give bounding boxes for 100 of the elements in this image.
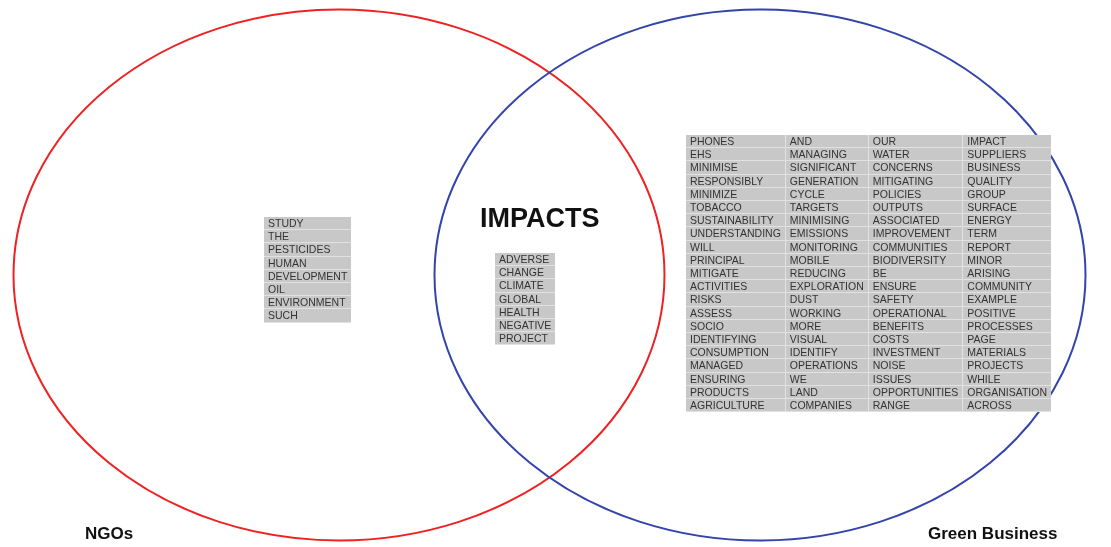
table-cell: ARISING xyxy=(962,266,1052,280)
table-cell: REDUCING xyxy=(785,266,869,280)
table-cell: STUDY xyxy=(264,217,352,230)
table-cell: MINIMIZE xyxy=(686,187,786,201)
table-cell: RISKS xyxy=(686,292,786,307)
table-cell: COMMUNITY xyxy=(962,279,1052,293)
table-cell: NOISE xyxy=(868,358,963,373)
table-cell: MANAGING xyxy=(785,147,869,161)
table-cell: ADVERSE xyxy=(495,253,556,266)
table-cell: GLOBAL xyxy=(495,292,556,306)
table-cell: MANAGED xyxy=(686,358,786,373)
table-cell: OUTPUTS xyxy=(868,200,963,214)
table-cell: HEALTH xyxy=(495,305,556,319)
table-cell: VISUAL xyxy=(785,332,869,346)
table-cell: ORGANISATION xyxy=(962,385,1052,399)
table-cell: PROCESSES xyxy=(962,319,1052,333)
table-cell: NEGATIVE xyxy=(495,318,556,332)
table-cell: MINOR xyxy=(962,253,1052,267)
table-cell: MINIMISING xyxy=(785,213,869,227)
table-cell: PRODUCTS xyxy=(686,385,786,399)
table-cell: CHANGE xyxy=(495,265,556,279)
table-cell: DEVELOPMENT xyxy=(264,269,352,283)
table-cell: BENEFITS xyxy=(868,319,963,333)
table-cell: OUR xyxy=(868,135,963,148)
table-cell: WILL xyxy=(686,240,786,254)
table-cell: OPPORTUNITIES xyxy=(868,385,963,399)
table-cell: BUSINESS xyxy=(962,160,1052,175)
table-cell: OIL xyxy=(264,282,352,296)
table-cell: PRINCIPAL xyxy=(686,253,786,267)
table-cell: AND xyxy=(785,135,869,148)
table-cell: MONITORING xyxy=(785,240,869,254)
table-cell: MATERIALS xyxy=(962,345,1052,359)
table-cell: TARGETS xyxy=(785,200,869,214)
table-cell: WORKING xyxy=(785,306,869,320)
table-cell: SURFACE xyxy=(962,200,1052,214)
table-cell: INVESTMENT xyxy=(868,345,963,359)
table-cell: OPERATIONS xyxy=(785,358,869,373)
table-cell: EXAMPLE xyxy=(962,292,1052,307)
table-cell: ACTIVITIES xyxy=(686,279,786,293)
table-cell: GENERATION xyxy=(785,174,869,188)
table-cell: EXPLORATION xyxy=(785,279,869,293)
table-cell: PROJECT xyxy=(495,331,556,345)
table-cell: IMPROVEMENT xyxy=(868,226,963,241)
table-cell: RANGE xyxy=(868,398,963,412)
table-cell: SOCIO xyxy=(686,319,786,333)
table-cell: ISSUES xyxy=(868,372,963,386)
table-cell: ENSURE xyxy=(868,279,963,293)
table-cell: IDENTIFY xyxy=(785,345,869,359)
table-cell: IMPACT xyxy=(962,135,1052,148)
table-cell: DUST xyxy=(785,292,869,307)
table-cell: ASSESS xyxy=(686,306,786,320)
table-cell: GROUP xyxy=(962,187,1052,201)
table-cell: LAND xyxy=(785,385,869,399)
table-cell: PAGE xyxy=(962,332,1052,346)
table-cell: SUSTAINABILITY xyxy=(686,213,786,227)
table-cell: QUALITY xyxy=(962,174,1052,188)
table-cell: ENVIRONMENT xyxy=(264,295,352,309)
table-cell: THE xyxy=(264,229,352,243)
table-cell: AGRICULTURE xyxy=(686,398,786,412)
table-cell: TERM xyxy=(962,226,1052,241)
table-cell: CONCERNS xyxy=(868,160,963,175)
table-cell: OPERATIONAL xyxy=(868,306,963,320)
table-cell: CONSUMPTION xyxy=(686,345,786,359)
set-label: NGOs xyxy=(85,524,134,544)
table-cell: RESPONSIBLY xyxy=(686,174,786,188)
table-cell: REPORT xyxy=(962,240,1052,254)
table-cell: IDENTIFYING xyxy=(686,332,786,346)
table-cell: MORE xyxy=(785,319,869,333)
table-cell: TOBACCO xyxy=(686,200,786,214)
table-cell: SUCH xyxy=(264,308,352,323)
table-cell: COMPANIES xyxy=(785,398,869,412)
table-cell: HUMAN xyxy=(264,256,352,270)
table-cell: ASSOCIATED xyxy=(868,213,963,227)
table-cell: POSITIVE xyxy=(962,306,1052,320)
table-cell: CLIMATE xyxy=(495,278,556,293)
table-cell: CYCLE xyxy=(785,187,869,201)
table-cell: BE xyxy=(868,266,963,280)
table-cell: SAFETY xyxy=(868,292,963,307)
table-cell: PHONES xyxy=(686,135,786,148)
table-cell: POLICIES xyxy=(868,187,963,201)
table-cell: WATER xyxy=(868,147,963,161)
table-cell: MITIGATING xyxy=(868,174,963,188)
table-cell: MINIMISE xyxy=(686,160,786,175)
table-cell: WHILE xyxy=(962,372,1052,386)
table-cell: ENERGY xyxy=(962,213,1052,227)
table-cell: WE xyxy=(785,372,869,386)
table-cell: SUPPLIERS xyxy=(962,147,1052,161)
table-cell: EMISSIONS xyxy=(785,226,869,241)
set-label: Green Business xyxy=(928,524,1058,544)
heading: IMPACTS xyxy=(480,203,600,234)
table-cell: PESTICIDES xyxy=(264,242,352,257)
table-cell: COSTS xyxy=(868,332,963,346)
table-cell: MOBILE xyxy=(785,253,869,267)
table-cell: MITIGATE xyxy=(686,266,786,280)
table-cell: ENSURING xyxy=(686,372,786,386)
table-cell: SIGNIFICANT xyxy=(785,160,869,175)
table-cell: EHS xyxy=(686,147,786,161)
table-cell: COMMUNITIES xyxy=(868,240,963,254)
table-cell: UNDERSTANDING xyxy=(686,226,786,241)
table-cell: ACROSS xyxy=(962,398,1052,412)
